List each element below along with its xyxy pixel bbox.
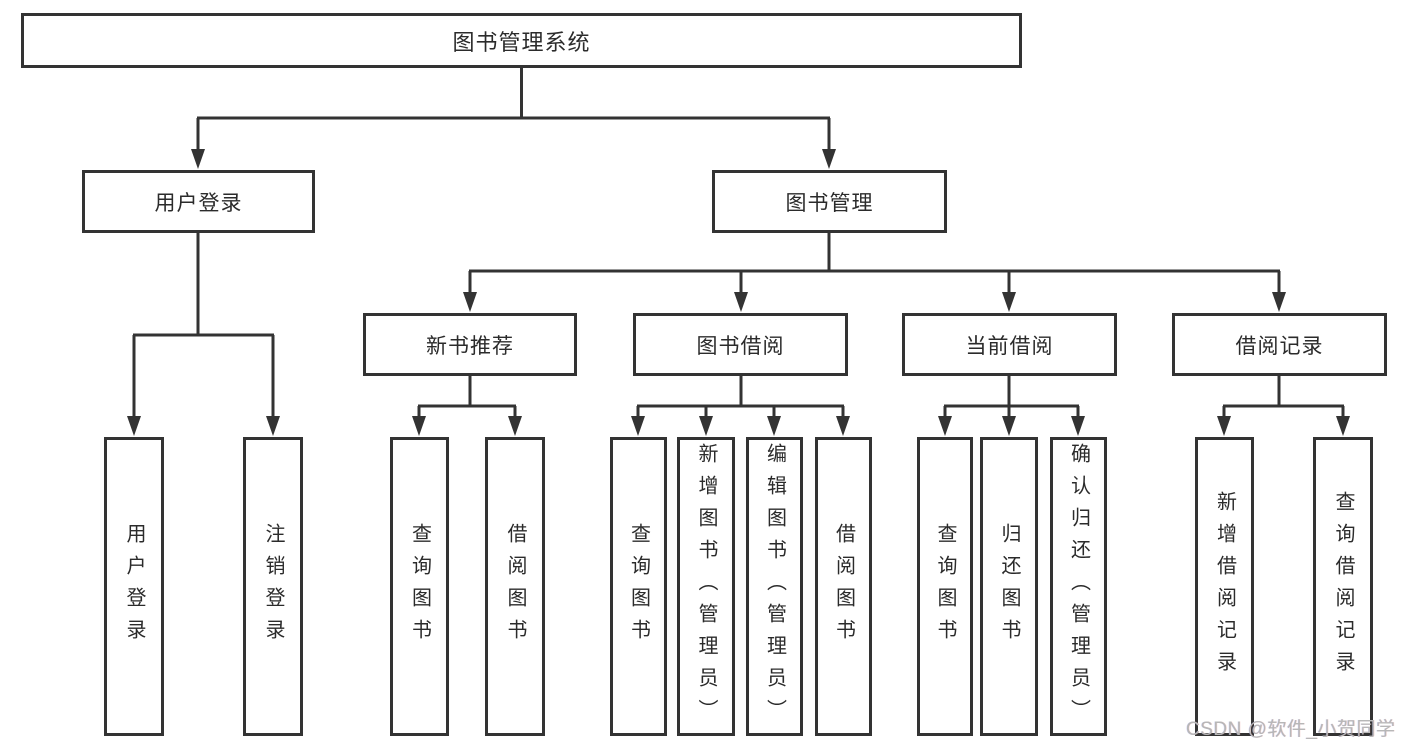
- arrowhead: [734, 292, 748, 312]
- arrowhead: [767, 416, 781, 436]
- leaf-borrow-books-borrowing: 借阅图书: [815, 437, 872, 736]
- leaf-confirm-return-admin: 确认归还（管理员）: [1050, 437, 1107, 736]
- arrowhead: [938, 416, 952, 436]
- node-new-book-recommendation: 新书推荐: [363, 313, 577, 376]
- leaf-edit-book-admin-label: 编辑图书（管理员）: [763, 442, 786, 731]
- csdn-watermark: CSDN @软件_小贺同学: [1186, 719, 1396, 740]
- arrowhead: [1002, 292, 1016, 312]
- node-borrowing-records-label: 借阅记录: [1235, 334, 1324, 358]
- node-borrowing-records: 借阅记录: [1172, 313, 1387, 376]
- leaf-query-books-recommend: 查询图书: [390, 437, 449, 736]
- arrowhead: [191, 149, 205, 169]
- leaf-add-borrow-record-label: 新增借阅记录: [1213, 490, 1236, 683]
- node-user-login-label: 用户登录: [154, 191, 243, 215]
- arrowhead: [463, 292, 477, 312]
- arrowhead: [1071, 416, 1085, 436]
- node-current-borrowing-label: 当前借阅: [965, 334, 1054, 358]
- arrowhead: [836, 416, 850, 436]
- leaf-borrow-books-recommend-label: 借阅图书: [504, 522, 526, 651]
- arrowhead: [1217, 416, 1231, 436]
- leaf-query-books-current: 查询图书: [917, 437, 973, 736]
- leaf-logout: 注销登录: [243, 437, 303, 736]
- leaf-add-book-admin: 新增图书（管理员）: [677, 437, 735, 736]
- leaf-add-book-admin-label: 新增图书（管理员）: [695, 442, 717, 731]
- arrowhead: [127, 416, 141, 436]
- root-node: 图书管理系统: [21, 13, 1022, 68]
- leaf-add-borrow-record: 新增借阅记录: [1195, 437, 1254, 736]
- node-book-borrowing: 图书借阅: [633, 313, 848, 376]
- arrowhead: [1272, 292, 1286, 312]
- node-book-borrowing-label: 图书借阅: [696, 334, 785, 358]
- arrowhead: [1002, 416, 1016, 436]
- leaf-borrow-books-recommend: 借阅图书: [485, 437, 545, 736]
- arrowhead: [822, 149, 836, 169]
- leaf-query-borrow-record: 查询借阅记录: [1313, 437, 1373, 736]
- node-book-management-label: 图书管理: [785, 191, 874, 215]
- leaf-logout-label: 注销登录: [262, 522, 284, 651]
- leaf-borrow-books-borrowing-label: 借阅图书: [832, 522, 855, 651]
- node-book-management: 图书管理: [712, 170, 947, 233]
- node-new-book-recommendation-label: 新书推荐: [426, 334, 514, 358]
- leaf-query-books-recommend-label: 查询图书: [408, 522, 431, 651]
- leaf-query-books-borrowing-label: 查询图书: [627, 522, 650, 651]
- leaf-return-books-label: 归还图书: [998, 522, 1020, 651]
- arrowhead: [412, 416, 426, 436]
- leaf-confirm-return-admin-label: 确认归还（管理员）: [1067, 442, 1090, 731]
- leaf-user-login: 用户登录: [104, 437, 164, 736]
- node-current-borrowing: 当前借阅: [902, 313, 1117, 376]
- leaf-query-books-borrowing: 查询图书: [610, 437, 667, 736]
- root-node-label: 图书管理系统: [452, 29, 591, 55]
- leaf-query-books-current-label: 查询图书: [934, 522, 956, 651]
- node-user-login: 用户登录: [82, 170, 315, 233]
- arrowhead: [266, 416, 280, 436]
- leaf-user-login-label: 用户登录: [123, 522, 145, 651]
- arrowhead: [1336, 416, 1350, 436]
- leaf-edit-book-admin: 编辑图书（管理员）: [746, 437, 803, 736]
- leaf-return-books: 归还图书: [980, 437, 1038, 736]
- arrowhead: [699, 416, 713, 436]
- leaf-query-borrow-record-label: 查询借阅记录: [1332, 490, 1354, 683]
- arrowhead: [508, 416, 522, 436]
- arrowhead: [631, 416, 645, 436]
